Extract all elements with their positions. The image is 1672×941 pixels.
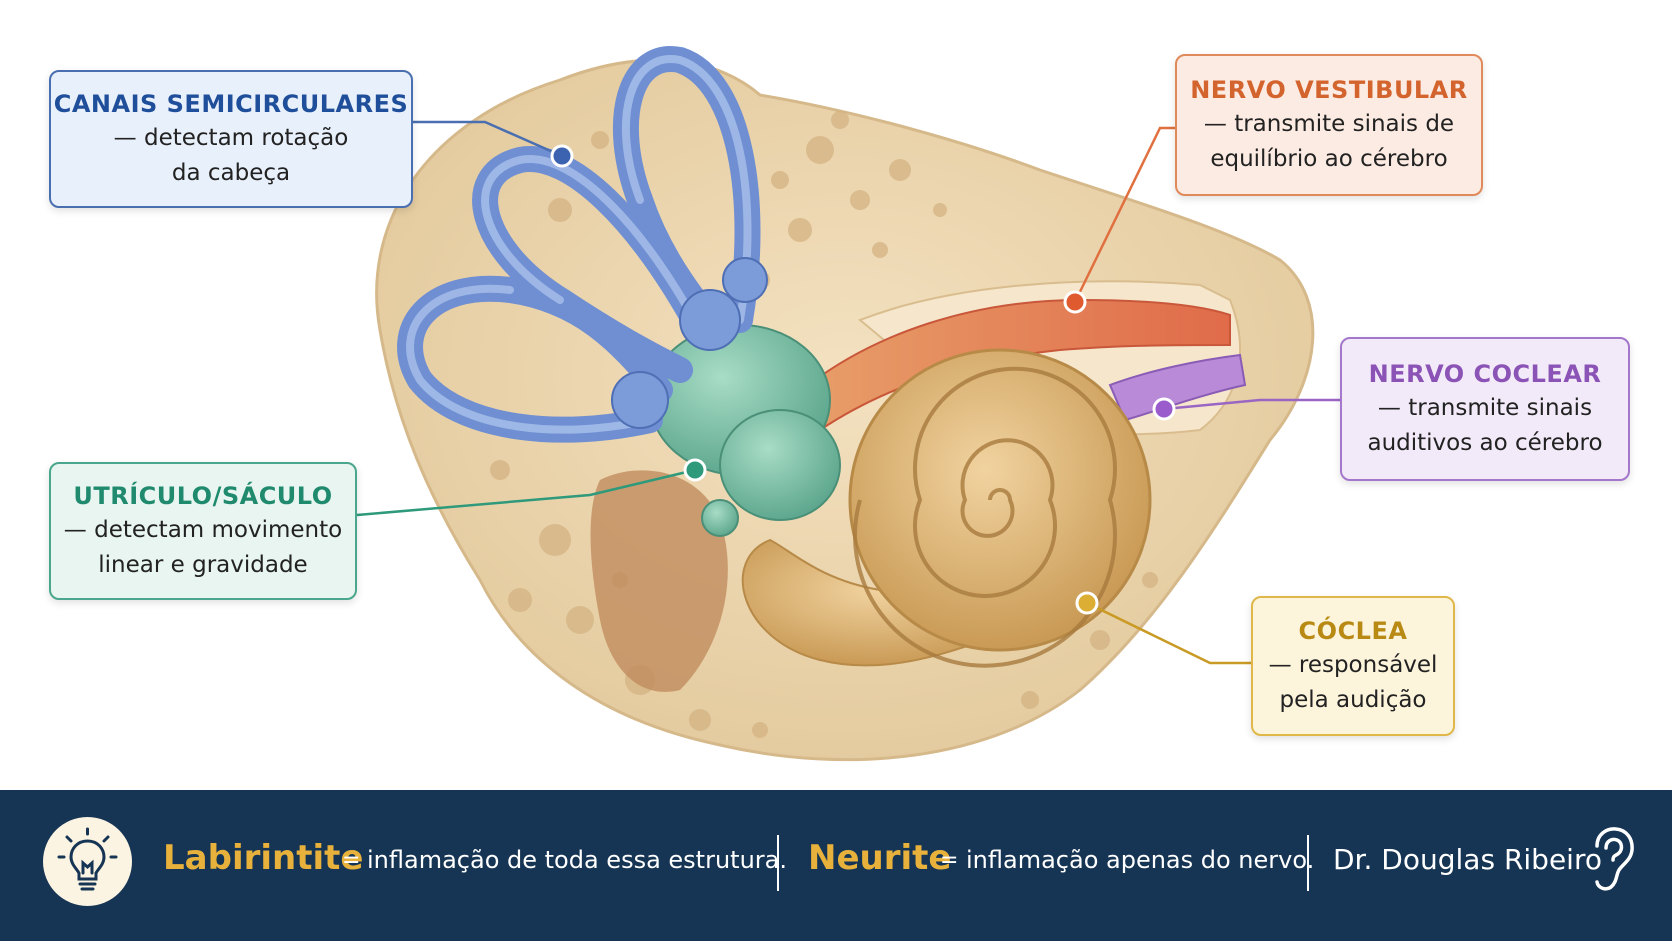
footer-divider [1307, 835, 1309, 891]
ampulla [723, 258, 767, 302]
ampulla [680, 290, 740, 350]
neurite-desc: inflamação apenas do nervo. [966, 846, 1314, 874]
ear-icon [1583, 824, 1639, 894]
callout-canais-semicirculares: CANAIS SEMICIRCULARES — detectam rotação… [49, 70, 413, 208]
callout-utriculo-saculo: UTRÍCULO/SÁCULO — detectam movimento lin… [49, 462, 357, 600]
neurite-equals: = [940, 848, 958, 873]
callout-title: CÓCLEA [1253, 614, 1453, 648]
callout-desc: — detectam movimento linear e gravidade [51, 513, 355, 583]
labirintite-term: Labirintite [163, 838, 363, 878]
labirintite-desc: inflamação de toda essa estrutura. [367, 846, 787, 874]
author-name: Dr. Douglas Ribeiro [1333, 843, 1602, 876]
callout-title: CANAIS SEMICIRCULARES [51, 87, 411, 121]
callout-coclea: CÓCLEA — responsável pela audição [1251, 596, 1455, 736]
callout-nervo-vestibular: NERVO VESTIBULAR — transmite sinais de e… [1175, 54, 1483, 196]
callout-nervo-coclear: NERVO COCLEAR — transmite sinais auditiv… [1340, 337, 1630, 481]
lightbulb-icon [43, 817, 132, 906]
callout-title: NERVO VESTIBULAR [1177, 73, 1481, 107]
labirintite-equals: = [342, 848, 360, 873]
callout-desc: — detectam rotação da cabeça [51, 121, 411, 191]
callout-title: UTRÍCULO/SÁCULO [51, 479, 355, 513]
callout-desc: — transmite sinais auditivos ao cérebro [1342, 391, 1628, 461]
callout-title: NERVO COCLEAR [1342, 357, 1628, 391]
ampulla [612, 372, 668, 428]
footer-divider [777, 835, 779, 891]
neurite-term: Neurite [808, 838, 951, 878]
callout-desc: — transmite sinais de equilíbrio ao cére… [1177, 107, 1481, 177]
callout-desc: — responsável pela audição [1253, 648, 1453, 718]
